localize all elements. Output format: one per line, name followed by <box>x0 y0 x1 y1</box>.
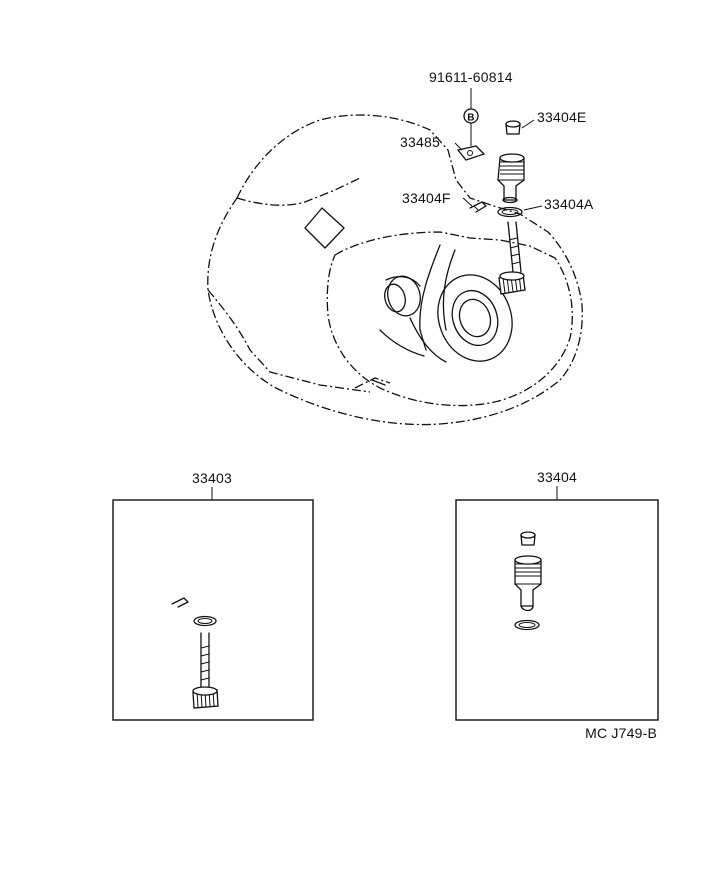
bolt-symbol-letter: B <box>467 113 474 124</box>
figure-code: MC J749-B <box>585 725 657 741</box>
leader-lines <box>454 88 543 211</box>
retainer-plate <box>456 145 486 161</box>
cap <box>505 120 521 135</box>
label-assy-sleeve: 33404 <box>537 469 577 485</box>
label-clip: 33404F <box>402 190 451 206</box>
bolt-symbol: B <box>463 108 479 124</box>
assembly-box-gear: 33403 <box>112 470 314 721</box>
driven-gear-sleeve <box>497 153 525 204</box>
o-ring <box>497 206 523 218</box>
label-bolt: 91611-60814 <box>429 69 513 85</box>
speedometer-driven-gear <box>498 221 526 295</box>
label-assy-gear: 33403 <box>192 470 232 486</box>
label-plate: 33485 <box>400 134 440 150</box>
clip <box>469 201 487 213</box>
label-oring: 33404A <box>544 196 594 212</box>
transaxle-housing <box>207 114 583 426</box>
label-cap: 33404E <box>537 109 586 125</box>
assembly-box-sleeve: 33404 <box>455 469 659 721</box>
